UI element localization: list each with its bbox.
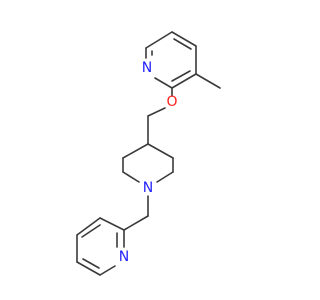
bond: [99, 217, 125, 231]
bond: [82, 258, 100, 269]
atom-label-nitrogen-top: N: [142, 60, 152, 76]
bond: [171, 31, 197, 47]
bond: [156, 171, 174, 183]
bond: [173, 38, 192, 50]
bond: [122, 171, 140, 183]
atom-label-nitrogen-bottom: N: [119, 249, 129, 265]
bond: [145, 31, 173, 49]
methyl-bond: [195, 73, 221, 89]
atom-label-oxygen: O: [166, 94, 177, 110]
bond: [147, 107, 166, 117]
bond: [122, 143, 149, 159]
bottom-pyridine-ring: [76, 217, 125, 276]
bond: [81, 224, 101, 238]
bond: [123, 215, 149, 231]
bond: [171, 70, 191, 82]
bond: [99, 265, 116, 276]
atom-label-nitrogen-piperidine: N: [143, 180, 153, 196]
bond: [76, 261, 101, 276]
bond: [171, 73, 197, 89]
piperidine-ring: [122, 143, 174, 183]
bond: [154, 77, 173, 89]
molecule-structure: N O N N: [76, 31, 221, 276]
bond: [147, 143, 174, 159]
bond: [76, 217, 101, 236]
top-pyridine-ring: [145, 31, 197, 89]
